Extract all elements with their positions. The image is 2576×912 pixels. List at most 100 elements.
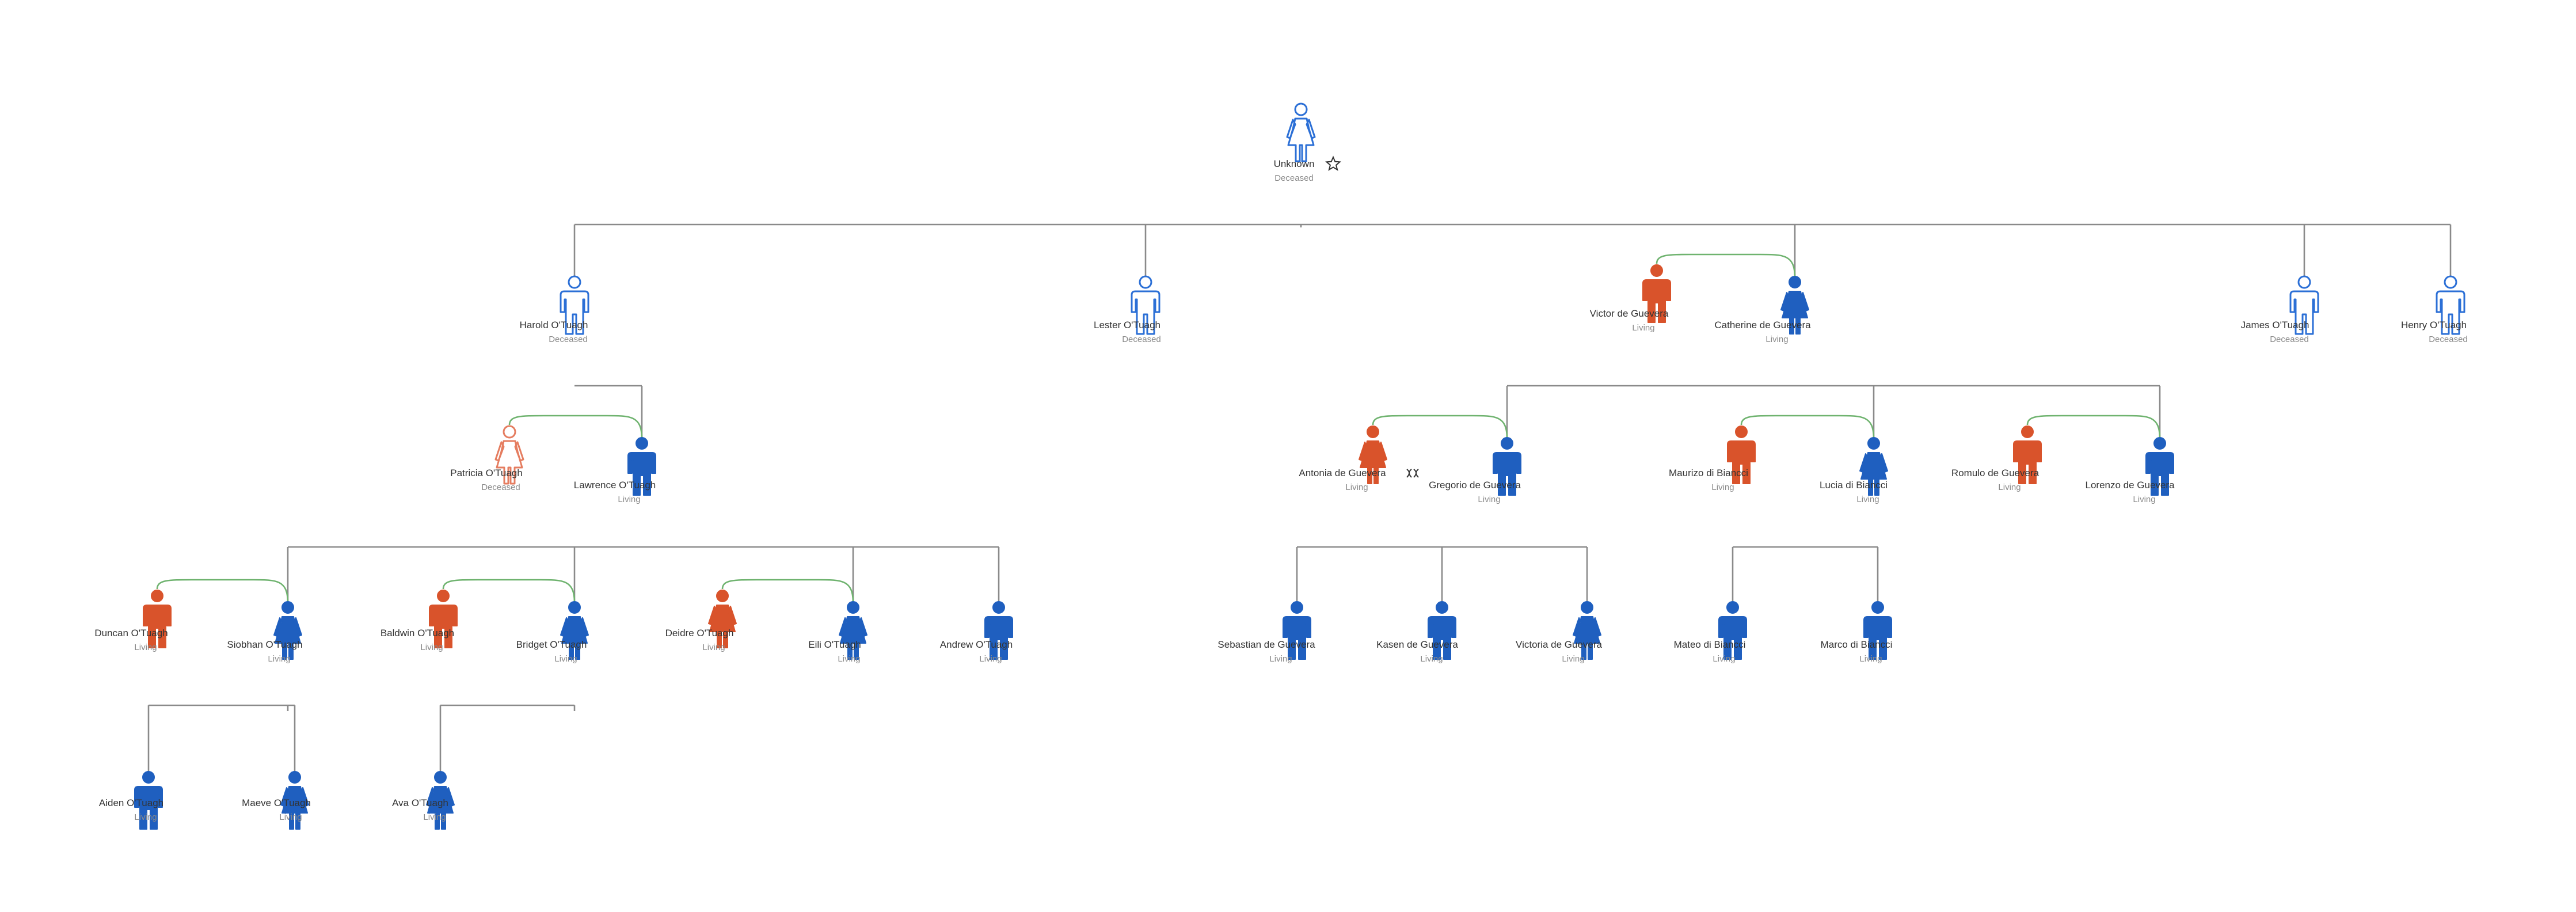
person-head: [2021, 425, 2034, 438]
person-status: Living: [1345, 482, 1368, 492]
person-status: Living: [702, 643, 725, 652]
person-name: Maeve O'Tuagh: [242, 797, 311, 808]
person-name: Henry O'Tuagh: [2401, 320, 2467, 330]
marriage-arc: [721, 579, 854, 603]
person-status: Living: [1269, 654, 1292, 664]
person-head: [2297, 275, 2311, 289]
person-body: [1428, 616, 1456, 660]
person-status: Living: [1859, 654, 1882, 664]
person-body: [1859, 452, 1888, 496]
person-status: Deceased: [1274, 173, 1314, 183]
person-head: [1291, 601, 1303, 614]
person-head: [1789, 276, 1801, 288]
person-body: [1863, 616, 1892, 660]
person-status: Living: [423, 812, 446, 822]
person-head: [281, 601, 294, 614]
marriage-arc: [1740, 415, 1875, 439]
person-status: Living: [838, 654, 860, 664]
person-body: [1286, 117, 1316, 162]
person-name: Antonia de Guevera: [1299, 468, 1386, 478]
person-head: [151, 590, 163, 602]
person-head: [1650, 264, 1663, 277]
person-head: [1871, 601, 1884, 614]
person-name: Catherine de Guevera: [1714, 320, 1811, 330]
person-name: Andrew O'Tuagh: [940, 639, 1013, 650]
person-status: Deceased: [549, 335, 588, 344]
connector-layer: [147, 223, 2452, 772]
person-body: [708, 605, 737, 648]
person-name: Ava O'Tuagh: [392, 797, 448, 808]
person-body: [839, 616, 867, 660]
person-body: [429, 605, 458, 648]
marriage-arc: [1372, 415, 1508, 439]
person-body: [2289, 290, 2319, 335]
person-name: Lucia di Biancci: [1820, 480, 1888, 491]
star-icon[interactable]: [1325, 155, 1341, 171]
person-body: [280, 786, 309, 830]
person-name: Lawrence O'Tuagh: [574, 480, 656, 491]
person-body: [1493, 452, 1521, 496]
person-body: [1359, 440, 1387, 484]
person-status: Living: [1856, 495, 1879, 504]
person-body: [1573, 616, 1601, 660]
person-head: [1581, 601, 1593, 614]
person-head: [716, 590, 729, 602]
person-name: Lester O'Tuagh: [1094, 320, 1160, 330]
person-head: [1139, 275, 1152, 289]
person-body: [2013, 440, 2042, 484]
person-head: [847, 601, 859, 614]
person-name: James O'Tuagh: [2241, 320, 2309, 330]
dna-icon[interactable]: [1406, 469, 1419, 478]
person-head: [2153, 437, 2166, 450]
person-name: Mateo di Biancci: [1674, 639, 1746, 650]
marriage-arc: [156, 579, 289, 603]
person-status: Living: [1765, 335, 1788, 344]
person-head: [1735, 425, 1748, 438]
person-body: [426, 786, 455, 830]
person-status: Living: [1711, 482, 1734, 492]
person-head: [1367, 425, 1379, 438]
person-body: [143, 605, 172, 648]
person-status: Deceased: [1122, 335, 1161, 344]
person-status: Deceased: [2270, 335, 2309, 344]
person-body: [1718, 616, 1747, 660]
person-head: [1867, 437, 1880, 450]
person-name: Baldwin O'Tuagh: [380, 628, 454, 639]
person-head: [437, 590, 450, 602]
person-body: [1727, 440, 1756, 484]
person-name: Kasen de Guevera: [1376, 639, 1458, 650]
person-status: Living: [1420, 654, 1443, 664]
person-head: [992, 601, 1005, 614]
